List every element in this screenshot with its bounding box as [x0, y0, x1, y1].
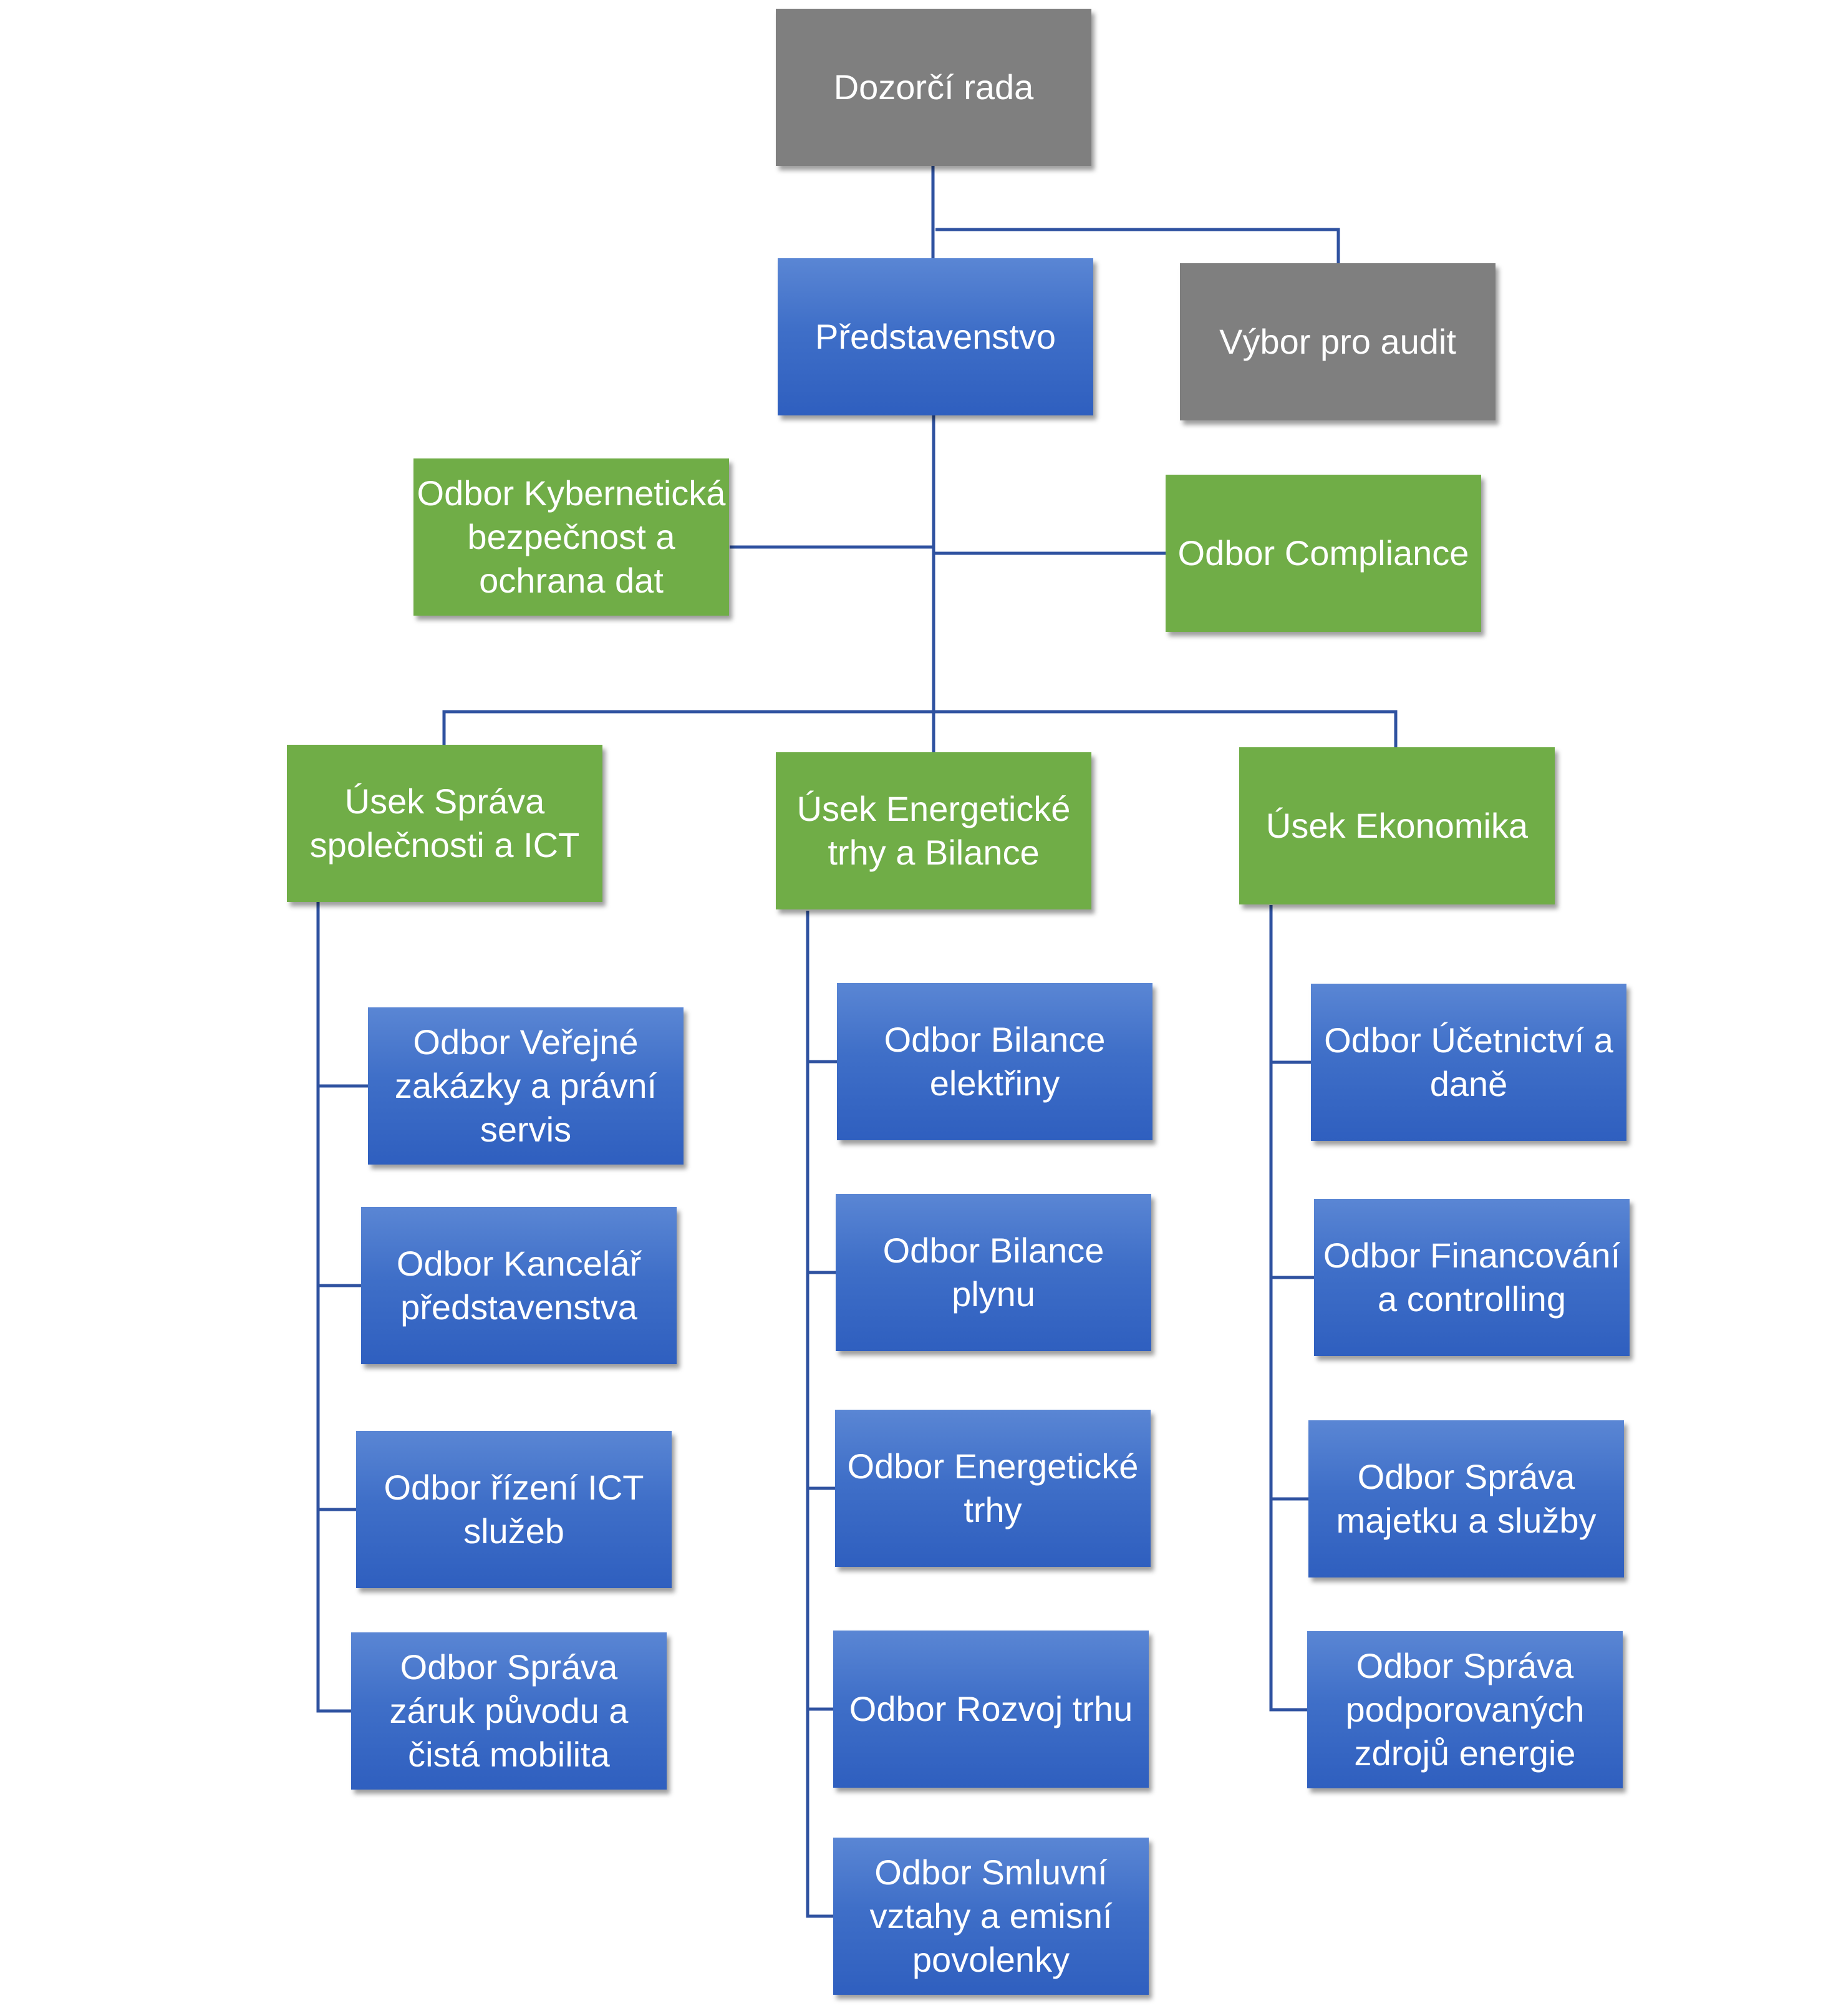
connector-division1-spine	[316, 902, 351, 1713]
box-audit-committee: Výbor pro audit	[1180, 263, 1496, 420]
box-department: Odbor Rozvoj trhu	[833, 1631, 1149, 1788]
box-department: Odbor Správa podporovaných zdrojů energi…	[1307, 1631, 1623, 1788]
box-department: Odbor Správa záruk původu a čistá mobili…	[351, 1632, 667, 1790]
box-board: Představenstvo	[778, 258, 1093, 415]
box-department: Odbor řízení ICT služeb	[356, 1431, 672, 1588]
box-department: Odbor Bilance elektřiny	[837, 983, 1152, 1140]
box-supervisory-board: Dozorčí rada	[776, 9, 1091, 166]
box-cyber-security: Odbor Kybernetická bezpečnost a ochrana …	[413, 458, 729, 616]
connector-division2-spine	[806, 911, 833, 1918]
box-compliance: Odbor Compliance	[1166, 475, 1481, 632]
box-department: Odbor Správa majetku a služby	[1308, 1420, 1624, 1577]
box-department: Odbor Veřejné zakázky a právní servis	[368, 1007, 684, 1165]
connector-division3-spine	[1269, 905, 1307, 1712]
box-department: Odbor Smluvní vztahy a emisní povolenky	[833, 1838, 1149, 1995]
box-department: Odbor Financování a controlling	[1314, 1199, 1630, 1356]
connector-to-audit-committee	[935, 228, 1340, 263]
box-department: Odbor Kancelář představenstva	[361, 1207, 677, 1364]
box-division-corporate-ict: Úsek Správa společnosti a ICT	[287, 745, 602, 902]
box-division-economics: Úsek Ekonomika	[1239, 747, 1555, 904]
box-department: Odbor Energetické trhy	[835, 1410, 1151, 1567]
box-department: Odbor Bilance plynu	[836, 1194, 1151, 1351]
box-division-energy-markets: Úsek Energetické trhy a Bilance	[776, 752, 1091, 909]
box-department: Odbor Účetnictví a daně	[1311, 984, 1626, 1141]
connector-division-bar	[442, 710, 1398, 747]
